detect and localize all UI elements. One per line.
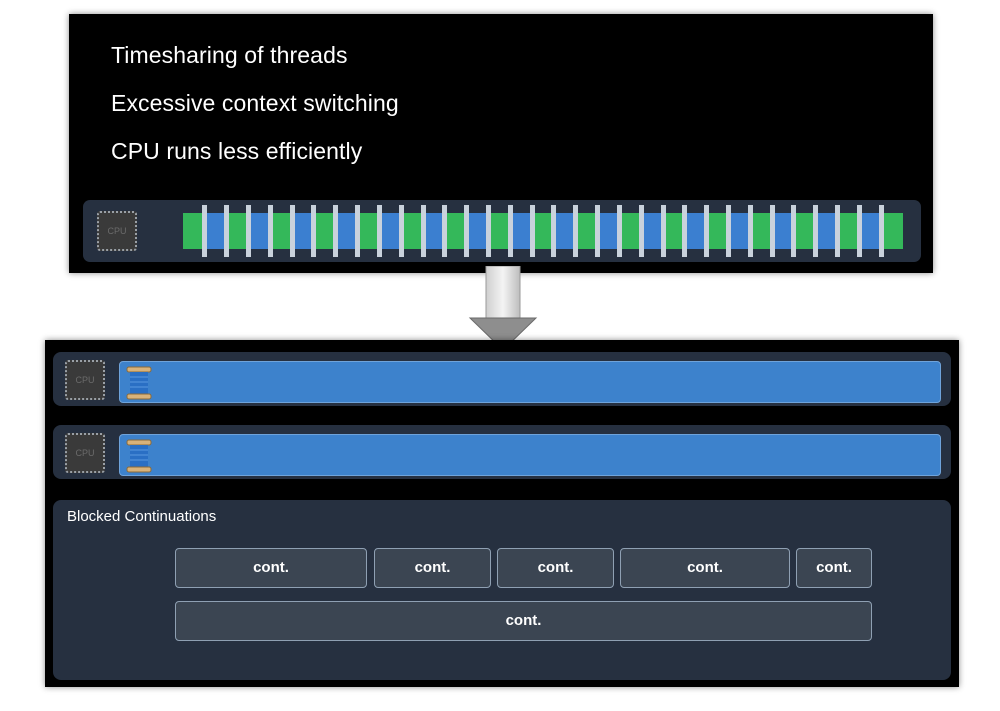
thread-slice-blue [335, 213, 359, 249]
thread-slice-green [444, 213, 468, 249]
context-switch-marker [638, 205, 644, 257]
thread-slice-green [313, 213, 337, 249]
context-switch-marker [202, 205, 208, 257]
cpu-timeline-strip: CPU [83, 200, 921, 262]
context-switch-marker [333, 205, 339, 257]
thread-slice-blue [728, 213, 751, 249]
thread-slice-blue [510, 213, 533, 249]
thread-slice-blue [772, 213, 795, 249]
continuation-block: cont. [497, 548, 614, 588]
thread-slice-green [401, 213, 424, 249]
context-switch-marker [616, 205, 622, 257]
context-switch-marker [704, 205, 710, 257]
thread-slice-blue [204, 213, 228, 249]
thread-slice-green [619, 213, 642, 249]
context-switch-marker [420, 205, 426, 257]
timesharing-panel: Timesharing of threads Excessive context… [69, 14, 933, 273]
context-switch-marker [485, 205, 491, 257]
blocked-continuations-box: Blocked Continuations cont. cont. cont. … [53, 500, 951, 680]
context-switch-marker [507, 205, 513, 257]
thread-slice-green [837, 213, 860, 249]
thread-slice-green [488, 213, 511, 249]
context-switch-marker [224, 205, 230, 257]
context-switch-marker [835, 205, 841, 257]
context-switch-marker [398, 205, 404, 257]
cpu-row-1: CPU [53, 352, 951, 406]
thread-slice-blue [292, 213, 315, 249]
context-switch-marker [442, 205, 448, 257]
thread-slice-green [793, 213, 817, 249]
bullet-timesharing: Timesharing of threads [111, 42, 348, 68]
cpu-chip-icon: CPU [65, 360, 105, 400]
thread-slice-blue [423, 213, 446, 249]
thread-slice-green [532, 213, 555, 249]
thread-spool-icon [126, 366, 152, 400]
context-switch-marker [813, 205, 819, 257]
thread-bar [119, 434, 941, 476]
thread-slice-blue [684, 213, 708, 249]
context-switch-marker [856, 205, 862, 257]
context-switch-marker [769, 205, 775, 257]
context-switch-marker [747, 205, 753, 257]
concurrency-panel: CPU CPU Blocked Contin [45, 340, 959, 687]
thread-slice-green [270, 213, 293, 249]
continuation-block: cont. [796, 548, 872, 588]
thread-slice-blue [597, 213, 620, 249]
context-switch-marker [376, 205, 382, 257]
context-switch-marker [355, 205, 361, 257]
blocked-continuations-title: Blocked Continuations [67, 508, 217, 525]
context-switch-marker [595, 205, 601, 257]
thread-slice-green [881, 213, 904, 249]
context-switch-marker [660, 205, 666, 257]
thread-bar [119, 361, 941, 403]
context-switch-marker [464, 205, 470, 257]
continuation-block: cont. [374, 548, 491, 588]
thread-spool-icon [126, 439, 152, 473]
context-switch-marker [267, 205, 273, 257]
context-switch-marker [529, 205, 535, 257]
context-switch-marker [245, 205, 251, 257]
cpu-chip-icon: CPU [65, 433, 105, 473]
cpu-chip-icon: CPU [97, 211, 137, 251]
continuation-block: cont. [175, 601, 872, 641]
thread-slice-green [663, 213, 686, 249]
thread-slice-green [706, 213, 729, 249]
thread-slice-blue [466, 213, 489, 249]
bullet-context-switching: Excessive context switching [111, 90, 399, 116]
thread-slice-green [226, 213, 249, 249]
thread-timeline [183, 205, 904, 257]
context-switch-marker [878, 205, 884, 257]
context-switch-marker [289, 205, 295, 257]
thread-slice-green [750, 213, 773, 249]
thread-slice-blue [815, 213, 839, 249]
thread-slice-blue [553, 213, 577, 249]
context-switch-marker [682, 205, 688, 257]
continuation-block: cont. [175, 548, 367, 588]
thread-slice-green [575, 213, 599, 249]
cpu-row-2: CPU [53, 425, 951, 479]
bullet-cpu-efficiency: CPU runs less efficiently [111, 138, 363, 164]
context-switch-marker [725, 205, 731, 257]
thread-slice-green [183, 213, 206, 249]
thread-slice-blue [248, 213, 271, 249]
thread-slice-blue [859, 213, 882, 249]
context-switch-marker [311, 205, 317, 257]
continuation-block: cont. [620, 548, 790, 588]
context-switch-marker [573, 205, 579, 257]
thread-slice-blue [641, 213, 664, 249]
arrow-down-icon [468, 266, 538, 351]
context-switch-marker [551, 205, 557, 257]
context-switch-marker [791, 205, 797, 257]
thread-slice-green [357, 213, 380, 249]
thread-slice-blue [379, 213, 402, 249]
